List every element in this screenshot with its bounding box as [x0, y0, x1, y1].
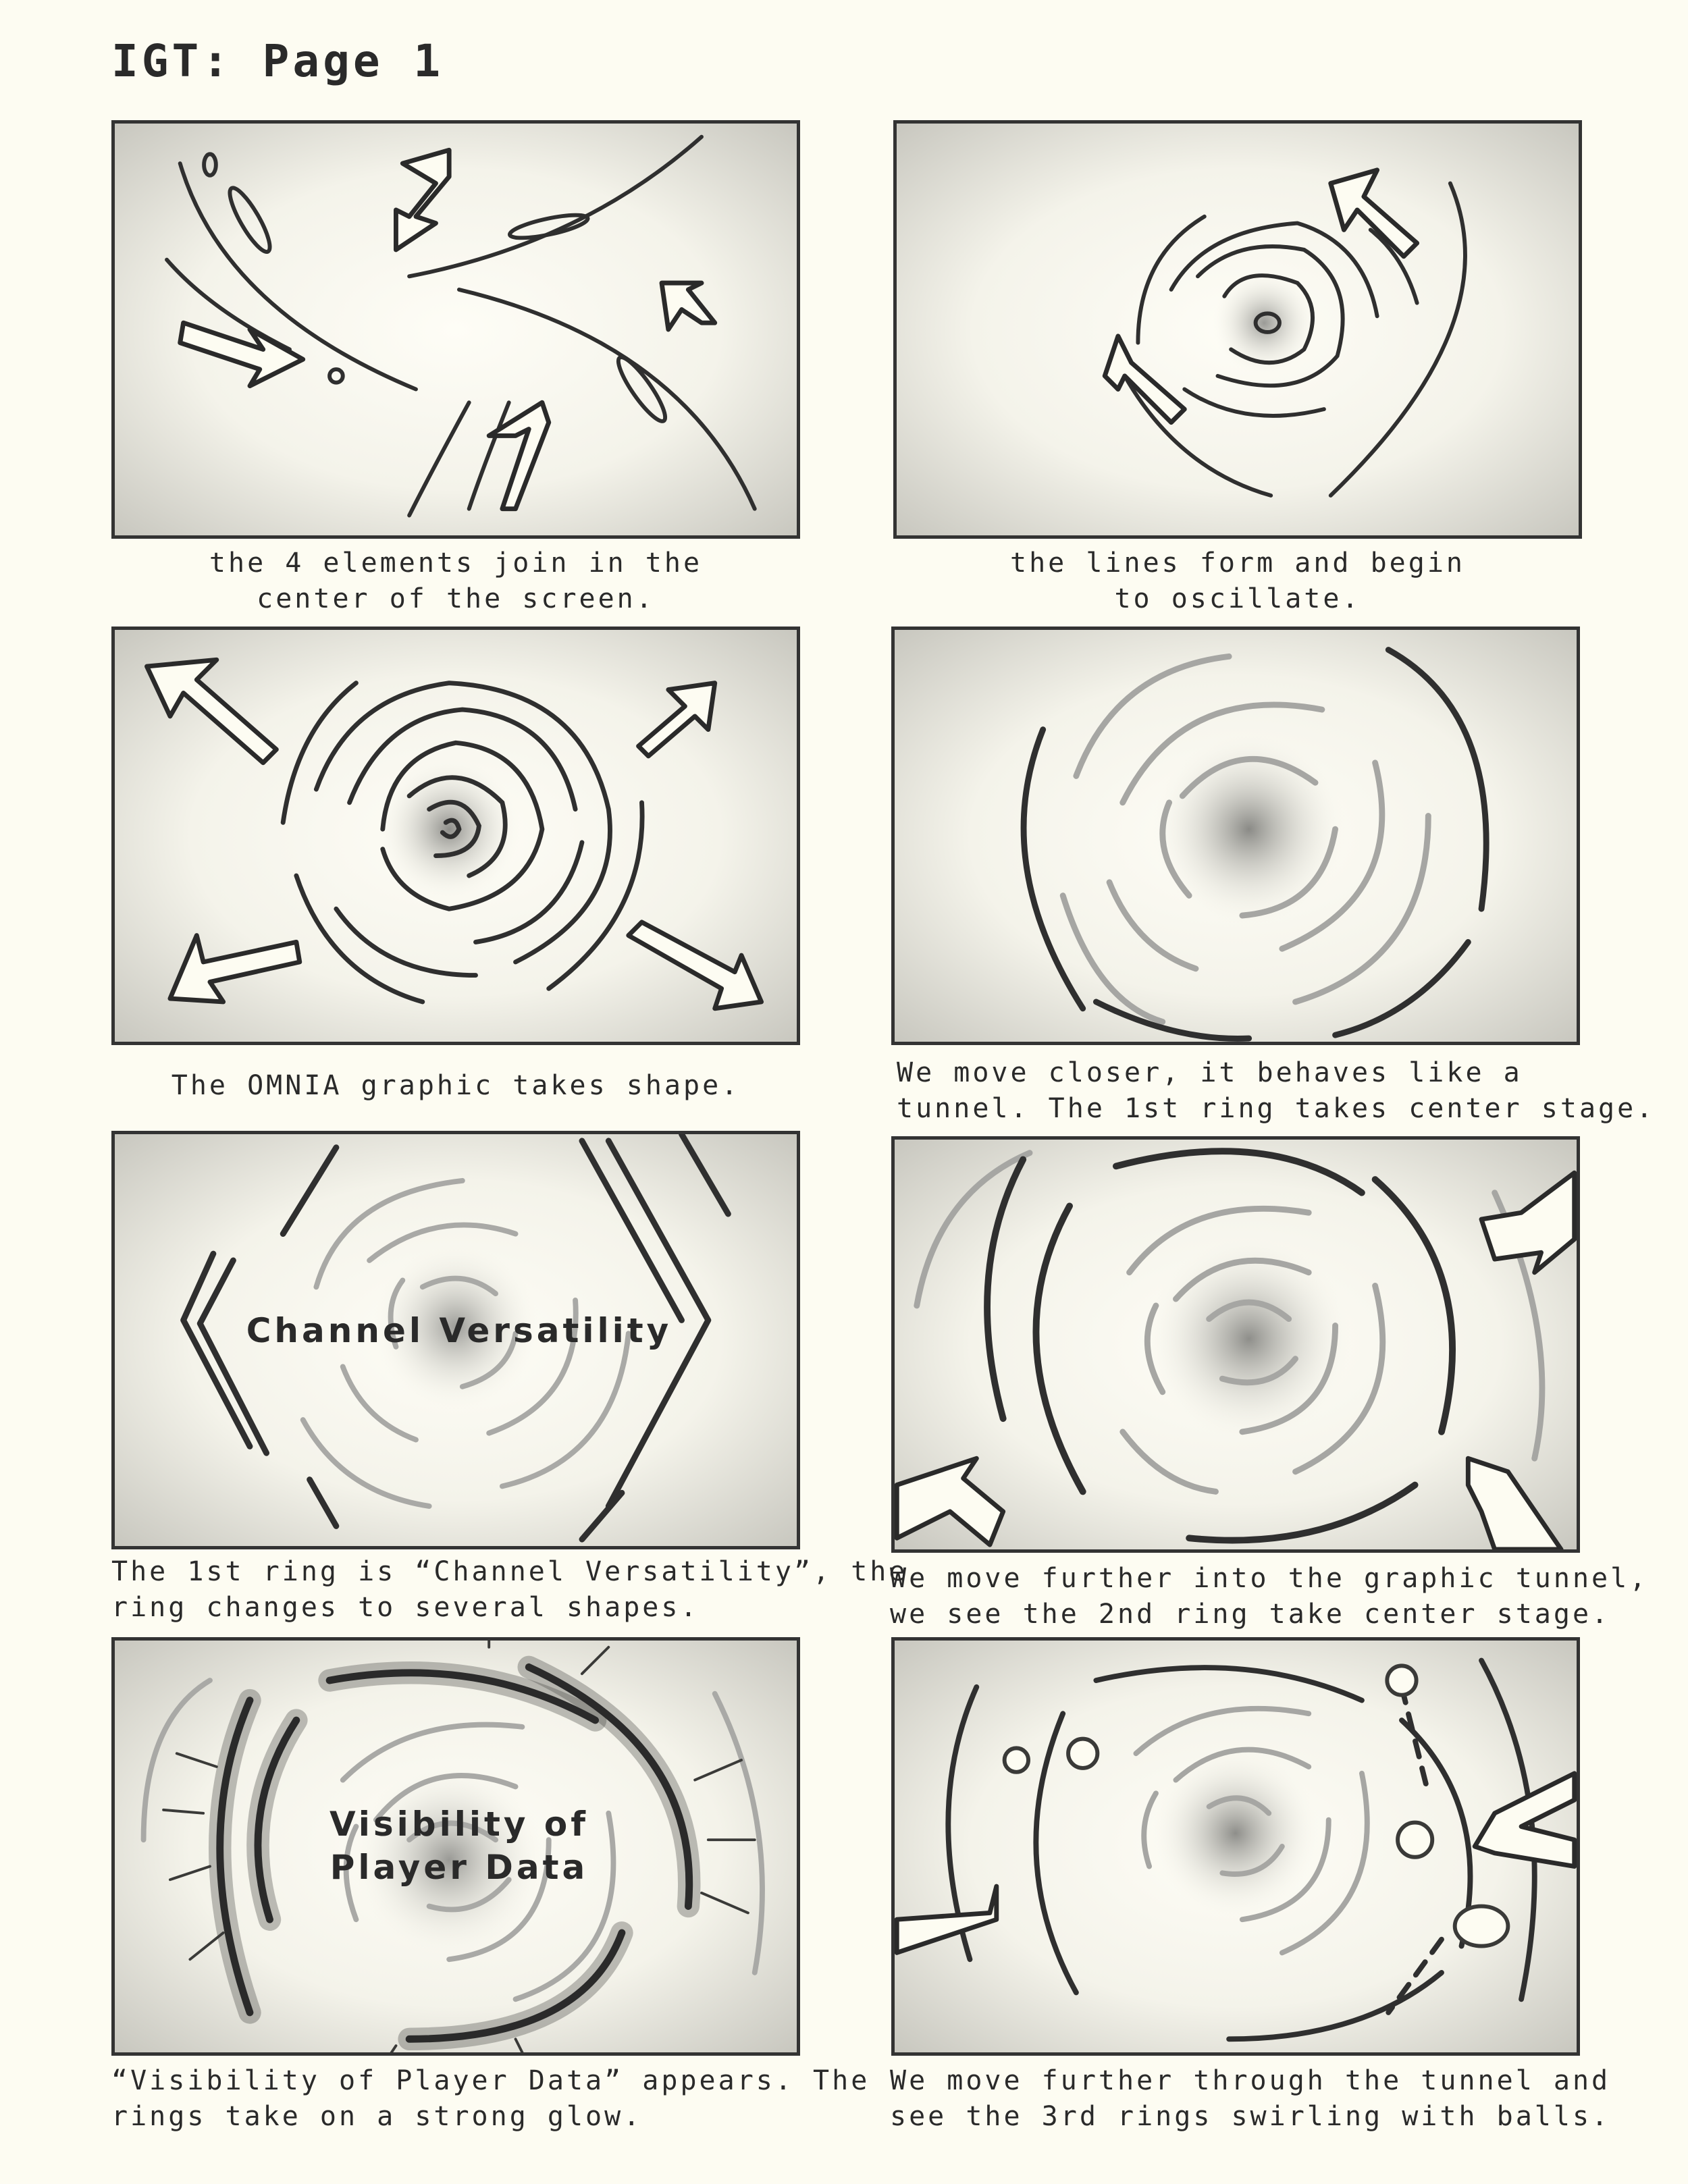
page-title: IGT: Page 1 — [111, 35, 444, 87]
panel-4-caption: We move closer, it behaves like a tunnel… — [897, 1057, 1656, 1124]
arrow-icon — [1479, 1170, 1577, 1275]
sketch-swirling-balls — [895, 1657, 1577, 2042]
panel-5-caption: The 1st ring is “Channel Versatility”, t… — [111, 1556, 908, 1623]
storyboard-panel-1 — [111, 120, 800, 539]
storyboard-panel-4 — [891, 627, 1580, 1045]
panel-3-caption: The OMNIA graphic takes shape. — [171, 1070, 741, 1101]
sketch-omnia-graphic — [144, 657, 764, 1011]
panel-6-caption: We move further into the graphic tunnel,… — [890, 1563, 1649, 1630]
sketch-second-ring — [895, 1148, 1577, 1549]
ball-icon — [1002, 1746, 1030, 1774]
storyboard-panel-3 — [111, 627, 800, 1045]
ball-icon — [1066, 1736, 1100, 1770]
ball-icon — [1385, 1663, 1419, 1697]
storyboard-panel-5: Channel Versatility — [111, 1131, 800, 1549]
channel-versatility-label: Channel Versatility — [246, 1311, 672, 1350]
storyboard-panel-6 — [891, 1136, 1580, 1553]
sketch-converging-elements — [165, 134, 757, 518]
storyboard-panel-2 — [893, 120, 1582, 539]
sketch-channel-versatility — [180, 1134, 731, 1543]
arrow-icon — [1472, 1771, 1577, 1869]
sketch-oscillating-lines — [1102, 167, 1467, 498]
storyboard-panel-8 — [891, 1637, 1580, 2056]
sketch-glowing-rings — [140, 1641, 765, 2052]
arrow-icon — [1328, 167, 1420, 259]
panel-7-caption: “Visibility of Player Data” appears. The… — [111, 2065, 870, 2132]
arrow-icon — [144, 657, 279, 766]
storyboard-panel-7: Visibility of Player Data — [111, 1637, 800, 2056]
visibility-of-player-data-label: Visibility of Player Data — [329, 1805, 589, 1887]
ball-icon — [1452, 1904, 1510, 1948]
panel-2-caption: the lines form and begin to oscillate. — [1010, 548, 1465, 614]
sketch-tunnel-view — [1020, 647, 1489, 1042]
panel-8-caption: We move further through the tunnel and s… — [890, 2065, 1611, 2132]
ball-icon — [1396, 1820, 1435, 1859]
panel-1-caption: the 4 elements join in the center of the… — [209, 548, 703, 614]
arrow-icon — [178, 320, 306, 389]
